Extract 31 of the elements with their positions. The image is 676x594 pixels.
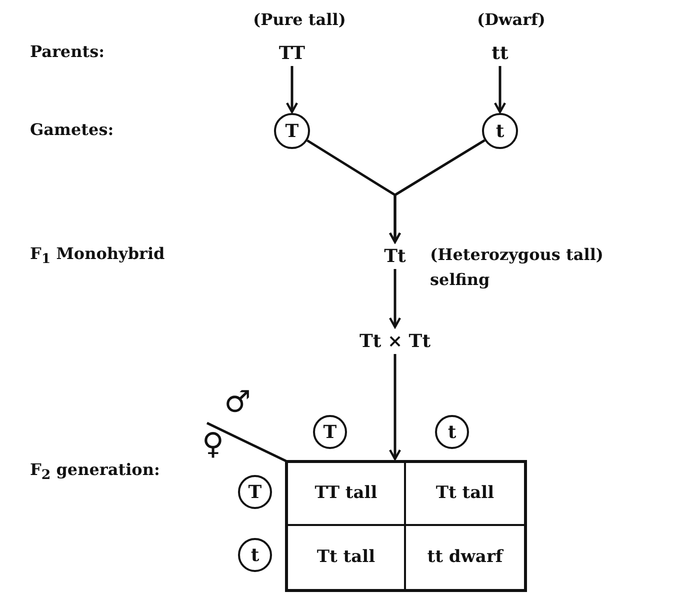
row-label: Parents: bbox=[30, 44, 105, 60]
cross-text: Tt × Tt bbox=[335, 328, 455, 354]
genotype-text: TT bbox=[267, 40, 317, 66]
gamete-circle: t bbox=[238, 538, 272, 572]
arrow bbox=[494, 66, 506, 114]
row-label: F$_{1}$ Monohybrid bbox=[30, 246, 165, 267]
gamete-circle: T bbox=[313, 415, 347, 449]
cell-text: TT tall bbox=[314, 484, 378, 502]
arrow bbox=[388, 269, 402, 328]
arrow bbox=[286, 66, 298, 114]
female-symbol: ♀ bbox=[202, 430, 224, 460]
row-label: Gametes: bbox=[30, 122, 114, 138]
cell-text: Tt tall bbox=[436, 484, 494, 502]
table-cell bbox=[288, 463, 406, 526]
genotype-text: Tt bbox=[375, 243, 415, 269]
gamete-circle: t bbox=[435, 415, 469, 449]
punnett-square bbox=[285, 460, 527, 592]
arrow bbox=[388, 139, 486, 244]
row-label: F$_{2}$ generation: bbox=[30, 462, 160, 483]
cell-text: tt dwarf bbox=[427, 548, 503, 566]
genotype-text: tt bbox=[480, 40, 520, 66]
edge-label: selfing bbox=[430, 270, 490, 289]
caption-text: (Heterozygous tall) bbox=[430, 245, 604, 264]
gamete-circle: t bbox=[482, 113, 518, 149]
cell-text: Tt tall bbox=[316, 548, 376, 566]
gamete-circle: T bbox=[238, 475, 272, 509]
arrow bbox=[388, 354, 402, 460]
caption-text: (Dwarf) bbox=[477, 10, 546, 29]
gamete-circle: T bbox=[274, 113, 310, 149]
male-symbol: ♂ bbox=[224, 388, 251, 418]
caption-text: (Pure tall) bbox=[253, 10, 346, 29]
